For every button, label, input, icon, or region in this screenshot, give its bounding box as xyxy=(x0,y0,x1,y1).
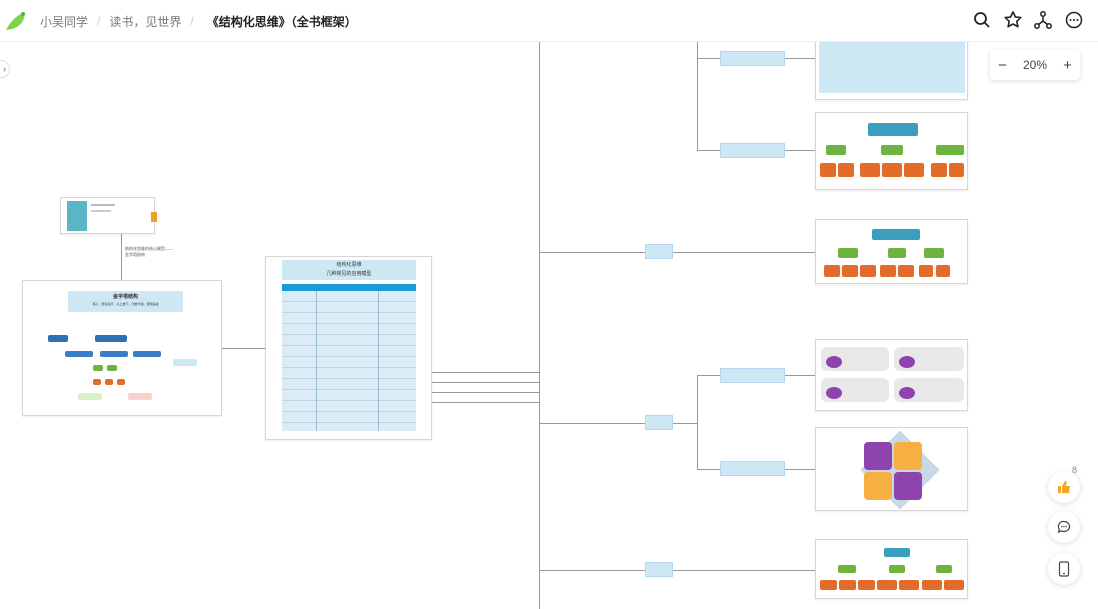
like-count: 8 xyxy=(1072,465,1078,475)
expression-quadrant-image[interactable] xyxy=(815,427,968,511)
hr-org-chart-image[interactable] xyxy=(815,219,968,284)
star-icon[interactable] xyxy=(1003,10,1023,30)
breadcrumb-separator: / xyxy=(97,14,101,28)
like-button[interactable]: 8 xyxy=(1048,465,1080,503)
mobile-view-button[interactable] xyxy=(1048,553,1080,585)
comment-button[interactable] xyxy=(1048,511,1080,543)
zoom-level: 20% xyxy=(1022,58,1047,72)
branch-node[interactable] xyxy=(645,562,673,577)
collapse-sidebar-toggle[interactable]: › xyxy=(0,60,10,78)
breadcrumb-user[interactable]: 小吴同学 xyxy=(40,14,89,29)
search-icon[interactable] xyxy=(972,10,992,30)
zoom-in-button[interactable]: + xyxy=(1063,56,1072,74)
four-elements-image[interactable] xyxy=(815,339,968,411)
table-subtitle: 几种常见的应用模型 xyxy=(326,270,372,277)
top-bar: 小吴同学 / 读书，见世界 / 《结构化思维》（全书框架） xyxy=(0,0,1098,42)
breadcrumb-separator: / xyxy=(190,14,194,28)
branch-node[interactable] xyxy=(720,51,785,66)
logo-icon[interactable] xyxy=(4,8,28,32)
comment-icon xyxy=(1057,520,1071,534)
branch-node[interactable] xyxy=(645,415,673,430)
pyramid-subtitle: 核心：结论先行、以上统下、归类分组、逻辑递进 xyxy=(92,301,159,306)
mindmap-canvas[interactable]: › 结构化思维的核心模型——金字塔结构 金字塔结构 核心：结论先行、以上统下、归… xyxy=(0,42,1098,609)
process-org-chart-image[interactable] xyxy=(815,112,968,190)
breadcrumb: 小吴同学 / 读书，见世界 / 《结构化思维》（全书框架） xyxy=(40,0,357,42)
pyramid-title: 金字塔结构 xyxy=(112,294,138,300)
table-title: 结构化思维 xyxy=(336,262,362,268)
phone-icon xyxy=(1058,561,1070,577)
pyramid-structure-image[interactable]: 金字塔结构 核心：结论先行、以上统下、归类分组、逻辑递进 xyxy=(22,280,222,416)
branch-node[interactable] xyxy=(720,143,785,158)
branch-node[interactable] xyxy=(720,368,785,383)
breadcrumb-space[interactable]: 读书，见世界 xyxy=(109,14,182,29)
branch-node[interactable] xyxy=(645,244,673,259)
zoom-control: − 20% + xyxy=(990,50,1080,80)
book-caption: 结构化思维的核心模型——金字塔结构 xyxy=(125,246,173,257)
branch-node[interactable] xyxy=(720,461,785,476)
more-icon[interactable] xyxy=(1064,10,1084,30)
share-graph-icon[interactable] xyxy=(1033,10,1053,30)
customer-org-chart-image[interactable] xyxy=(815,539,968,599)
application-models-table-image[interactable]: 结构化思维 几种常见的应用模型 xyxy=(265,256,432,440)
list-image[interactable] xyxy=(815,42,968,100)
book-cover-image[interactable] xyxy=(60,197,157,234)
zoom-out-button[interactable]: − xyxy=(998,56,1007,74)
thumbs-up-icon xyxy=(1058,481,1070,493)
page-title: 《结构化思维》（全书框架） xyxy=(206,14,357,29)
